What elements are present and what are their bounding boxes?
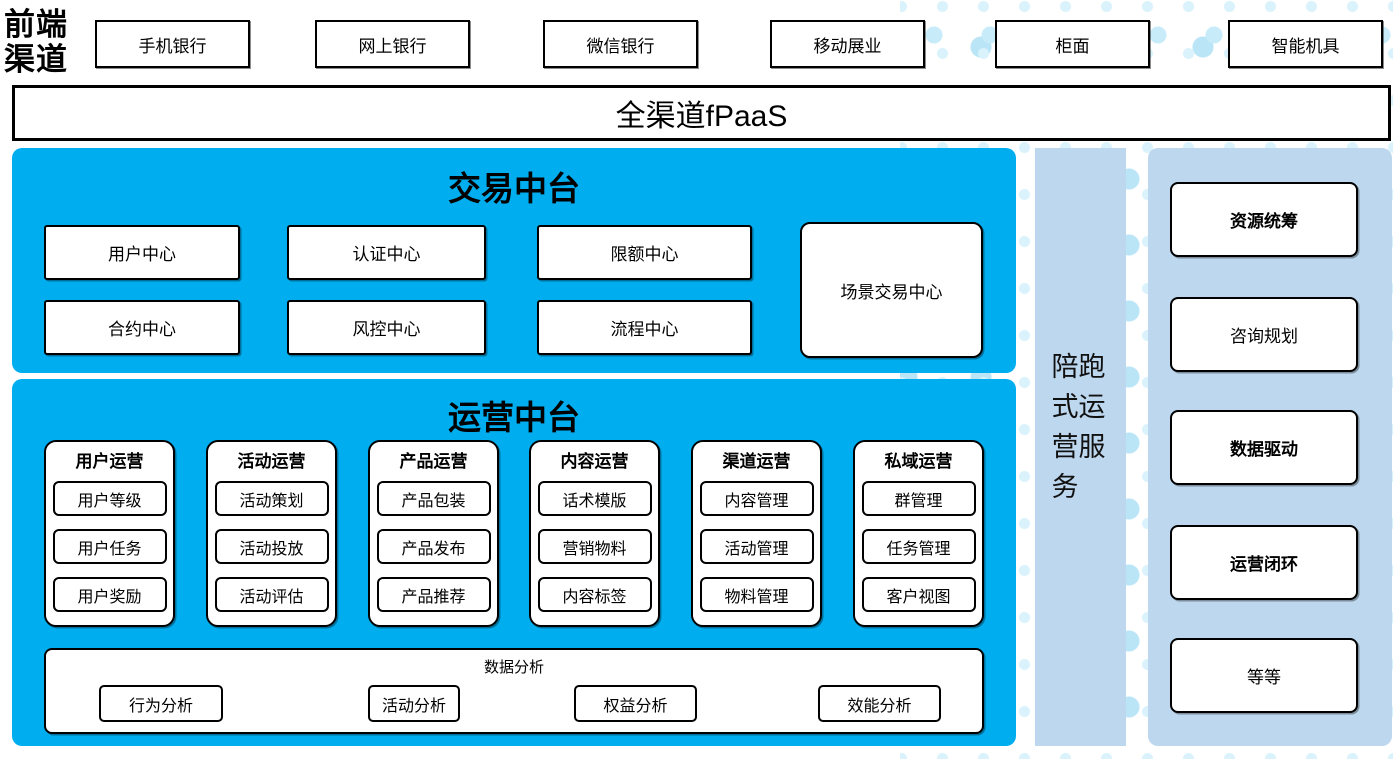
op-column-activity-operations: 活动运营 活动策划 活动投放 活动评估	[206, 440, 337, 627]
trading-box-risk-center: 风控中心	[287, 300, 486, 355]
analysis-item-rights: 权益分析	[574, 685, 697, 722]
channel-label: 智能机具	[1271, 36, 1340, 56]
op-column-user-operations: 用户运营 用户等级 用户任务 用户奖励	[44, 440, 175, 627]
op-item: 产品推荐	[376, 577, 491, 612]
box-label: 效能分析	[847, 697, 912, 715]
box-label: 风控中心	[352, 320, 421, 339]
channel-box-counter: 柜面	[995, 20, 1150, 68]
op-column-header: 渠道运营	[722, 452, 791, 471]
trading-platform-panel: 交易中台 用户中心 认证中心 限额中心 合约中心 风控中心 流程中心 场景交易中…	[12, 148, 1016, 373]
trading-box-limit-center: 限额中心	[537, 225, 752, 280]
analysis-item-behavior: 行为分析	[99, 685, 223, 722]
op-column-header: 用户运营	[75, 452, 144, 471]
channel-label: 移动展业	[813, 36, 882, 56]
front-channels-label: 前端渠道	[4, 7, 68, 78]
op-item: 用户任务	[52, 529, 167, 564]
op-item: 产品包装	[376, 481, 491, 516]
box-label: 资源统筹	[1230, 212, 1298, 231]
op-item: 产品发布	[376, 529, 491, 564]
service-box-consulting-planning: 咨询规划	[1170, 297, 1358, 372]
box-label: 流程中心	[610, 320, 679, 339]
channel-label: 微信银行	[586, 36, 655, 56]
box-label: 权益分析	[603, 697, 668, 715]
op-item: 用户等级	[52, 481, 167, 516]
op-column-header: 活动运营	[237, 452, 306, 471]
box-label: 合约中心	[108, 320, 176, 339]
trading-box-contract-center: 合约中心	[44, 300, 240, 355]
companion-operations-service-bar: 陪跑式运营服务	[1035, 148, 1126, 746]
box-label: 场景交易中心	[840, 282, 943, 302]
op-item: 内容标签	[537, 577, 652, 612]
companion-operations-service-label: 陪跑式运营服务	[1051, 352, 1106, 502]
trading-box-user-center: 用户中心	[44, 225, 240, 280]
op-item: 活动评估	[214, 577, 329, 612]
analysis-item-efficiency: 效能分析	[818, 685, 941, 722]
service-box-data-driven: 数据驱动	[1170, 410, 1358, 485]
box-label: 用户中心	[108, 245, 176, 264]
op-item: 营销物料	[537, 529, 652, 564]
op-item: 活动策划	[214, 481, 329, 516]
box-label: 数据驱动	[1230, 440, 1298, 459]
trading-box-scenario-center: 场景交易中心	[800, 222, 983, 358]
op-column-product-operations: 产品运营 产品包装 产品发布 产品推荐	[368, 440, 499, 627]
box-label: 行为分析	[128, 697, 193, 715]
channel-label: 手机银行	[138, 36, 207, 56]
op-item: 活动管理	[699, 529, 814, 564]
trading-box-auth-center: 认证中心	[287, 225, 486, 280]
op-item: 物料管理	[699, 577, 814, 612]
channel-box-smart-devices: 智能机具	[1228, 20, 1383, 68]
data-analysis-title: 数据分析	[483, 659, 544, 676]
trading-box-process-center: 流程中心	[537, 300, 752, 355]
operations-platform-title: 运营中台	[448, 398, 580, 437]
data-analysis-box: 数据分析 行为分析 活动分析 权益分析 效能分析	[44, 648, 984, 734]
op-column-header: 内容运营	[560, 452, 629, 471]
service-panel: 资源统筹 咨询规划 数据驱动 运营闭环 等等	[1148, 148, 1392, 746]
channel-label: 柜面	[1055, 36, 1090, 56]
op-column-header: 产品运营	[399, 452, 468, 471]
op-item: 用户奖励	[52, 577, 167, 612]
op-item: 任务管理	[861, 529, 976, 564]
channel-box-online-banking: 网上银行	[315, 20, 470, 68]
op-item: 群管理	[861, 481, 976, 516]
analysis-item-activity: 活动分析	[368, 685, 460, 722]
op-column-private-domain-operations: 私域运营 群管理 任务管理 客户视图	[853, 440, 984, 627]
box-label: 等等	[1247, 668, 1281, 687]
op-item: 客户视图	[861, 577, 976, 612]
op-column-content-operations: 内容运营 话术模版 营销物料 内容标签	[529, 440, 660, 627]
op-item: 内容管理	[699, 481, 814, 516]
fpaas-label: 全渠道fPaaS	[615, 100, 788, 133]
service-box-etc: 等等	[1170, 638, 1358, 713]
fpaas-bar: 全渠道fPaaS	[12, 85, 1391, 141]
box-label: 活动分析	[381, 697, 446, 715]
trading-platform-title: 交易中台	[448, 169, 580, 208]
service-box-resource-coordination: 资源统筹	[1170, 182, 1358, 257]
op-column-header: 私域运营	[884, 452, 953, 471]
box-label: 咨询规划	[1230, 327, 1298, 346]
service-box-operations-loop: 运营闭环	[1170, 525, 1358, 600]
box-label: 认证中心	[352, 245, 421, 264]
channel-box-mobile-sales: 移动展业	[770, 20, 925, 68]
op-item: 活动投放	[214, 529, 329, 564]
operations-platform-panel: 运营中台 用户运营 用户等级 用户任务 用户奖励 活动运营 活动策划 活动投放 …	[12, 379, 1016, 746]
box-label: 运营闭环	[1230, 555, 1298, 574]
channel-label: 网上银行	[358, 36, 427, 56]
channel-box-wechat-banking: 微信银行	[543, 20, 698, 68]
op-item: 话术模版	[537, 481, 652, 516]
channel-box-mobile-banking: 手机银行	[95, 20, 250, 68]
box-label: 限额中心	[610, 245, 679, 264]
op-column-channel-operations: 渠道运营 内容管理 活动管理 物料管理	[691, 440, 822, 627]
